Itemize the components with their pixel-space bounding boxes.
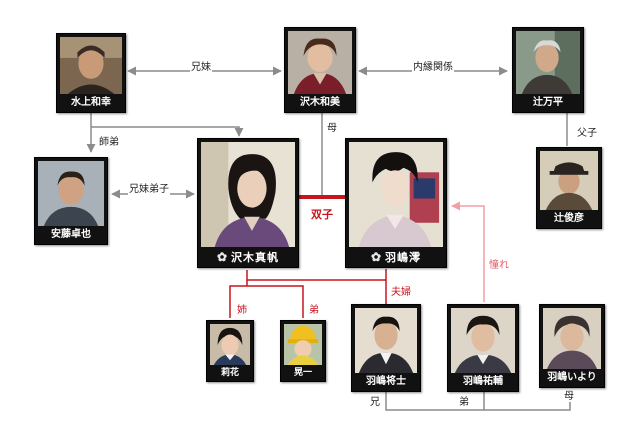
card-yusuke[interactable]: 羽嶋祐輔	[447, 304, 519, 392]
flower-icon: ✿	[370, 250, 383, 264]
label-master-disciple: 師弟	[98, 133, 120, 148]
card-ando[interactable]: 安藤卓也	[34, 157, 108, 245]
label-older-sister: 姉	[237, 305, 247, 316]
label-mother: 母	[326, 119, 338, 134]
name-koichi: 晃一	[293, 368, 312, 378]
name-yusuke: 羽嶋祐輔	[463, 376, 503, 387]
portrait-photo	[451, 308, 515, 373]
card-maho[interactable]: ✿沢木真帆	[197, 138, 299, 268]
portrait-photo	[543, 308, 601, 369]
label-younger-brother-2: 弟	[458, 393, 470, 408]
card-tsuji-toshihiko[interactable]: 辻俊彦	[536, 147, 602, 229]
portrait-photo	[516, 31, 580, 94]
card-masashi[interactable]: 羽嶋将士	[351, 304, 421, 392]
label-twins: 双子	[311, 208, 333, 221]
portrait-photo	[201, 142, 295, 247]
link-hashima-mother	[484, 396, 571, 411]
portrait-photo	[284, 324, 322, 365]
name-iyori: 羽嶋いより	[547, 372, 597, 383]
card-mizukami[interactable]: 水上和幸	[56, 33, 126, 113]
portrait-photo	[60, 37, 122, 94]
name-mio-text: 羽嶋澪	[385, 251, 422, 264]
link-hashima-siblings	[385, 392, 485, 411]
portrait-photo	[210, 324, 250, 365]
label-married: 夫婦	[391, 287, 411, 298]
portrait-photo	[38, 161, 104, 226]
name-maho-text: 沢木真帆	[231, 251, 280, 264]
name-mio: ✿羽嶋澪	[346, 247, 446, 267]
link-mizukami-maho	[91, 126, 244, 137]
label-admiration: 憧れ	[489, 260, 509, 271]
label-in-law: 内縁関係	[412, 58, 454, 73]
card-koichi[interactable]: 晃一	[280, 320, 326, 382]
card-rika[interactable]: 莉花	[206, 320, 254, 382]
name-ando: 安藤卓也	[51, 229, 91, 240]
name-rika: 莉花	[220, 368, 239, 378]
flower-icon: ✿	[216, 250, 229, 264]
portrait-photo	[540, 151, 598, 210]
card-kazumi[interactable]: 沢木和美	[284, 27, 356, 113]
label-father-son: 父子	[576, 124, 598, 139]
name-maho: ✿沢木真帆	[198, 247, 298, 267]
portrait-photo	[349, 142, 443, 247]
name-kazumi: 沢木和美	[300, 97, 340, 108]
card-mio[interactable]: ✿羽嶋澪	[345, 138, 447, 268]
name-tsuji-toshihiko: 辻俊彦	[554, 213, 584, 224]
label-younger-brother: 弟	[309, 305, 319, 316]
name-masashi: 羽嶋将士	[366, 376, 406, 387]
twins-bar	[296, 195, 348, 199]
label-mother-2: 母	[563, 387, 575, 402]
name-mizukami: 水上和幸	[71, 97, 111, 108]
link-children	[229, 285, 304, 318]
card-tsuji-manpei[interactable]: 辻万平	[512, 27, 584, 113]
label-older-brother: 兄	[369, 393, 381, 408]
label-sibling-disciples: 兄妹弟子	[128, 180, 170, 195]
name-tsuji-manpei: 辻万平	[533, 97, 563, 108]
card-iyori[interactable]: 羽嶋いより	[539, 304, 605, 388]
portrait-photo	[288, 31, 352, 94]
link-married	[246, 270, 386, 281]
portrait-photo	[355, 308, 417, 373]
link-admiration	[451, 201, 485, 302]
label-siblings: 兄妹	[190, 58, 212, 73]
